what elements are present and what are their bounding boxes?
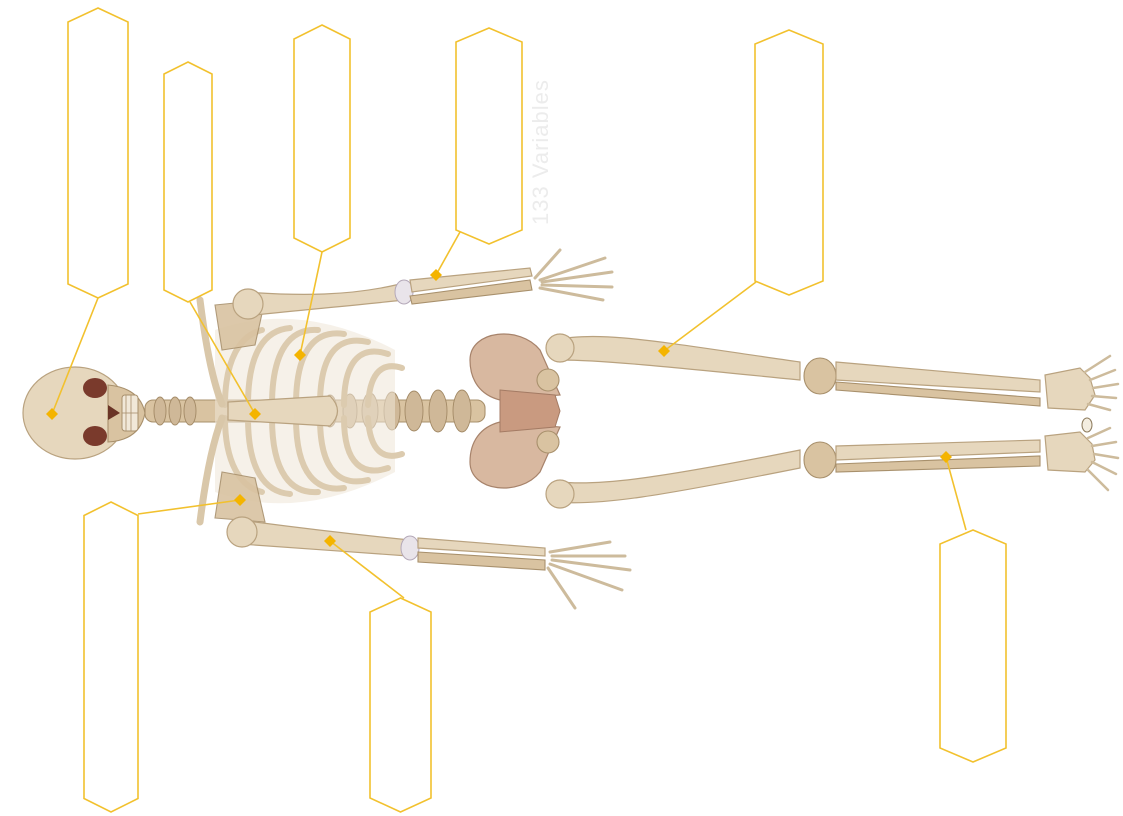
leg-top bbox=[546, 334, 1118, 410]
forearm-label-box[interactable] bbox=[456, 28, 522, 244]
scapula-label-box[interactable] bbox=[84, 502, 138, 812]
skull-label-box[interactable] bbox=[68, 8, 128, 298]
forearm-leader-line bbox=[436, 232, 460, 275]
upper-arm-bottom bbox=[227, 517, 630, 608]
femur-label-box[interactable] bbox=[755, 30, 823, 295]
ribs-label-box[interactable] bbox=[294, 25, 350, 252]
clavicle-label-box[interactable] bbox=[164, 62, 212, 302]
femur-leader-line bbox=[664, 282, 756, 351]
skull bbox=[23, 367, 145, 459]
watermark-text: 133 Variables bbox=[528, 79, 553, 225]
humerus-label-box[interactable] bbox=[370, 598, 431, 812]
tibia-label-box[interactable] bbox=[940, 530, 1006, 762]
upper-arm-top bbox=[233, 250, 612, 319]
leg-bottom bbox=[546, 418, 1118, 508]
